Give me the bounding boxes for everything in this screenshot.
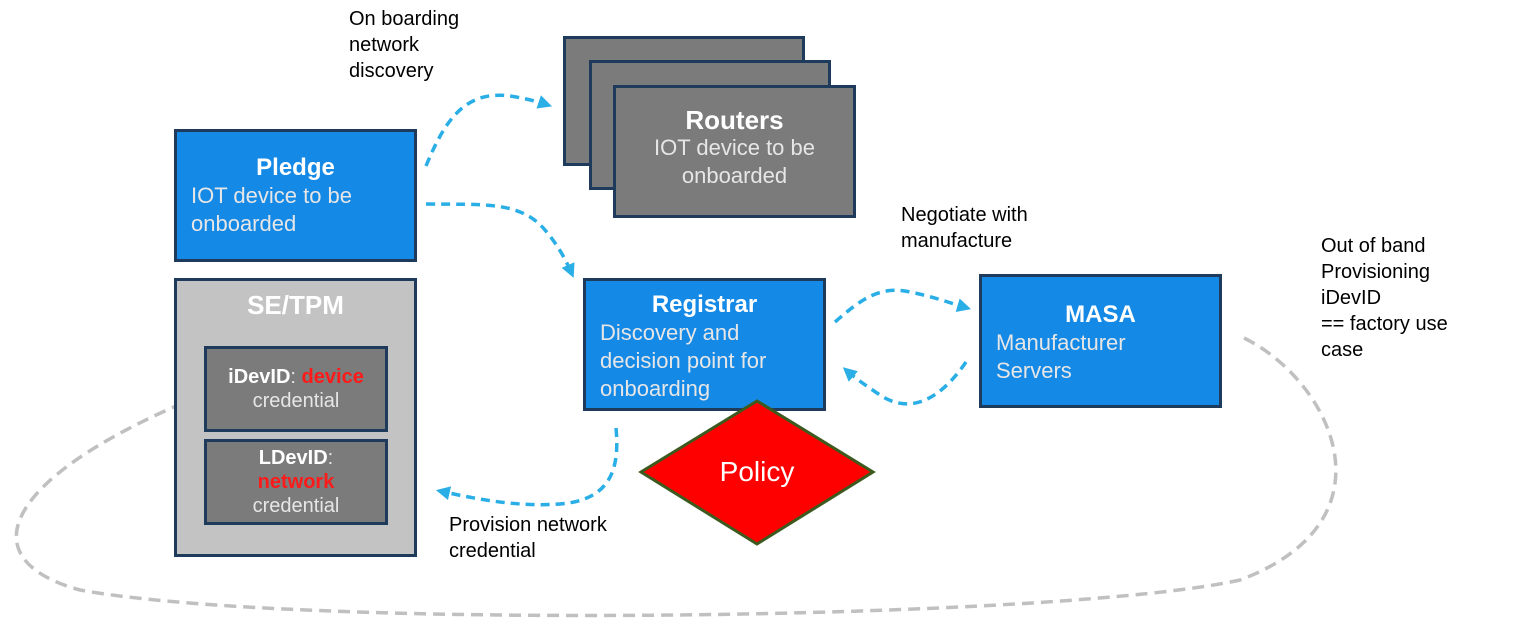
idevid-credential: iDevID: device credential [204,346,388,432]
registrar-desc-line: onboarding [600,376,711,401]
onboarding-discovery-label: On boarding network discovery [349,8,460,82]
pledge-to-registrar-arrow [425,202,575,278]
ldevid-credential: LDevID: network credential [204,439,388,525]
se-tpm-title: SE/TPM [247,290,344,320]
ldevid-highlight: network [257,471,335,493]
oob-provisioning-arrow [14,336,1338,618]
idevid-name: iDevID [228,366,291,388]
pledge-node: Pledge IOT device to be onboarded [174,129,417,262]
routers-desc-line: onboarded [681,163,788,188]
routers-title: Routers [685,105,784,135]
registrar-desc-line: decision point for [600,348,767,373]
pledge-to-routers-arrow [424,93,552,167]
masa-title: MASA [1065,301,1136,328]
masa-desc-line: Servers [996,358,1072,383]
separator: : [290,366,296,388]
ldevid-name: LDevID [258,447,328,469]
ldevid-rest: credential [252,495,340,517]
registrar-desc-line: Discovery and [600,320,740,345]
idevid-highlight: device [301,366,364,388]
routers-node: Routers IOT device to be onboarded [613,85,856,218]
routers-desc-line: IOT device to be [653,135,815,160]
policy-node: Policy [638,399,876,546]
out-of-band-label: Out of band Provisioning iDevID == facto… [1321,235,1448,361]
idevid-rest: credential [252,390,340,412]
registrar-node: Registrar Discovery and decision point f… [583,278,826,411]
policy-label: Policy [720,456,795,487]
registrar-title: Registrar [651,291,758,318]
pledge-desc-line: IOT device to be [191,183,353,208]
registrar-to-setpm-arrow [435,427,619,507]
pledge-title: Pledge [256,154,335,181]
registrar-to-masa-arrow [833,288,972,324]
separator: : [327,447,334,469]
masa-to-registrar-arrow [842,361,968,406]
pledge-desc-line: onboarded [191,211,297,236]
provision-credential-label: Provision network credential [449,514,607,562]
negotiate-label: Negotiate with manufacture [901,204,1028,252]
masa-node: MASA Manufacturer Servers [979,274,1222,408]
masa-desc-line: Manufacturer [996,330,1126,355]
